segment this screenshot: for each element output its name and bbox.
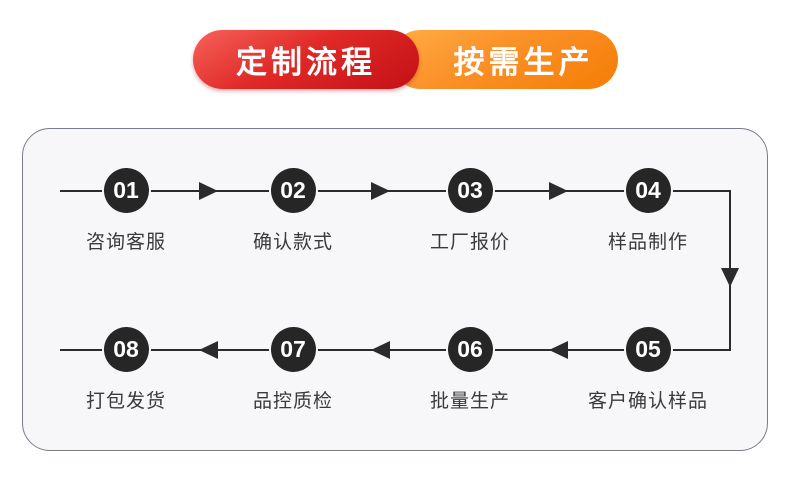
flow-step-02: 02 确认款式: [208, 168, 378, 254]
flow-step-05: 05 客户确认样品: [563, 327, 733, 413]
arrow-left-icon: [371, 341, 390, 359]
flow-step-03: 03 工厂报价: [385, 168, 555, 254]
step-label: 品控质检: [252, 391, 333, 412]
arrow-down-icon: [721, 268, 739, 287]
banner-pill-red: 定制流程: [193, 30, 419, 89]
flow-line-bottom: [60, 349, 731, 351]
step-number-badge: 04: [625, 168, 671, 213]
flow-step-04: 04 样品制作: [563, 168, 733, 254]
banner-pill-orange: 按需生产: [391, 30, 618, 89]
flow-step-01: 01 咨询客服: [41, 168, 211, 254]
step-label: 样品制作: [607, 232, 688, 253]
banner-left-label: 定制流程: [236, 45, 376, 80]
step-number-badge: 01: [103, 168, 149, 213]
arrow-right-icon: [199, 182, 218, 200]
header-banner: 按需生产 定制流程: [0, 0, 790, 100]
step-label: 批量生产: [429, 391, 510, 412]
step-label: 客户确认样品: [587, 391, 708, 412]
step-number-badge: 08: [103, 327, 149, 372]
arrow-right-icon: [371, 182, 390, 200]
arrow-left-icon: [549, 341, 568, 359]
banner-right-label: 按需生产: [453, 45, 594, 80]
step-label: 咨询客服: [85, 232, 166, 253]
step-number-badge: 05: [625, 327, 671, 372]
flow-step-08: 08 打包发货: [41, 327, 211, 413]
flow-step-07: 07 品控质检: [208, 327, 378, 413]
step-number-badge: 07: [270, 327, 316, 372]
step-label: 确认款式: [252, 232, 333, 253]
step-number-badge: 02: [270, 168, 316, 213]
step-number-badge: 03: [447, 168, 493, 213]
step-number-badge: 06: [447, 327, 493, 372]
step-label: 工厂报价: [429, 232, 510, 253]
arrow-left-icon: [199, 341, 218, 359]
flow-line-top: [60, 190, 730, 192]
step-label: 打包发货: [85, 391, 166, 412]
arrow-right-icon: [549, 182, 568, 200]
flow-step-06: 06 批量生产: [385, 327, 555, 413]
